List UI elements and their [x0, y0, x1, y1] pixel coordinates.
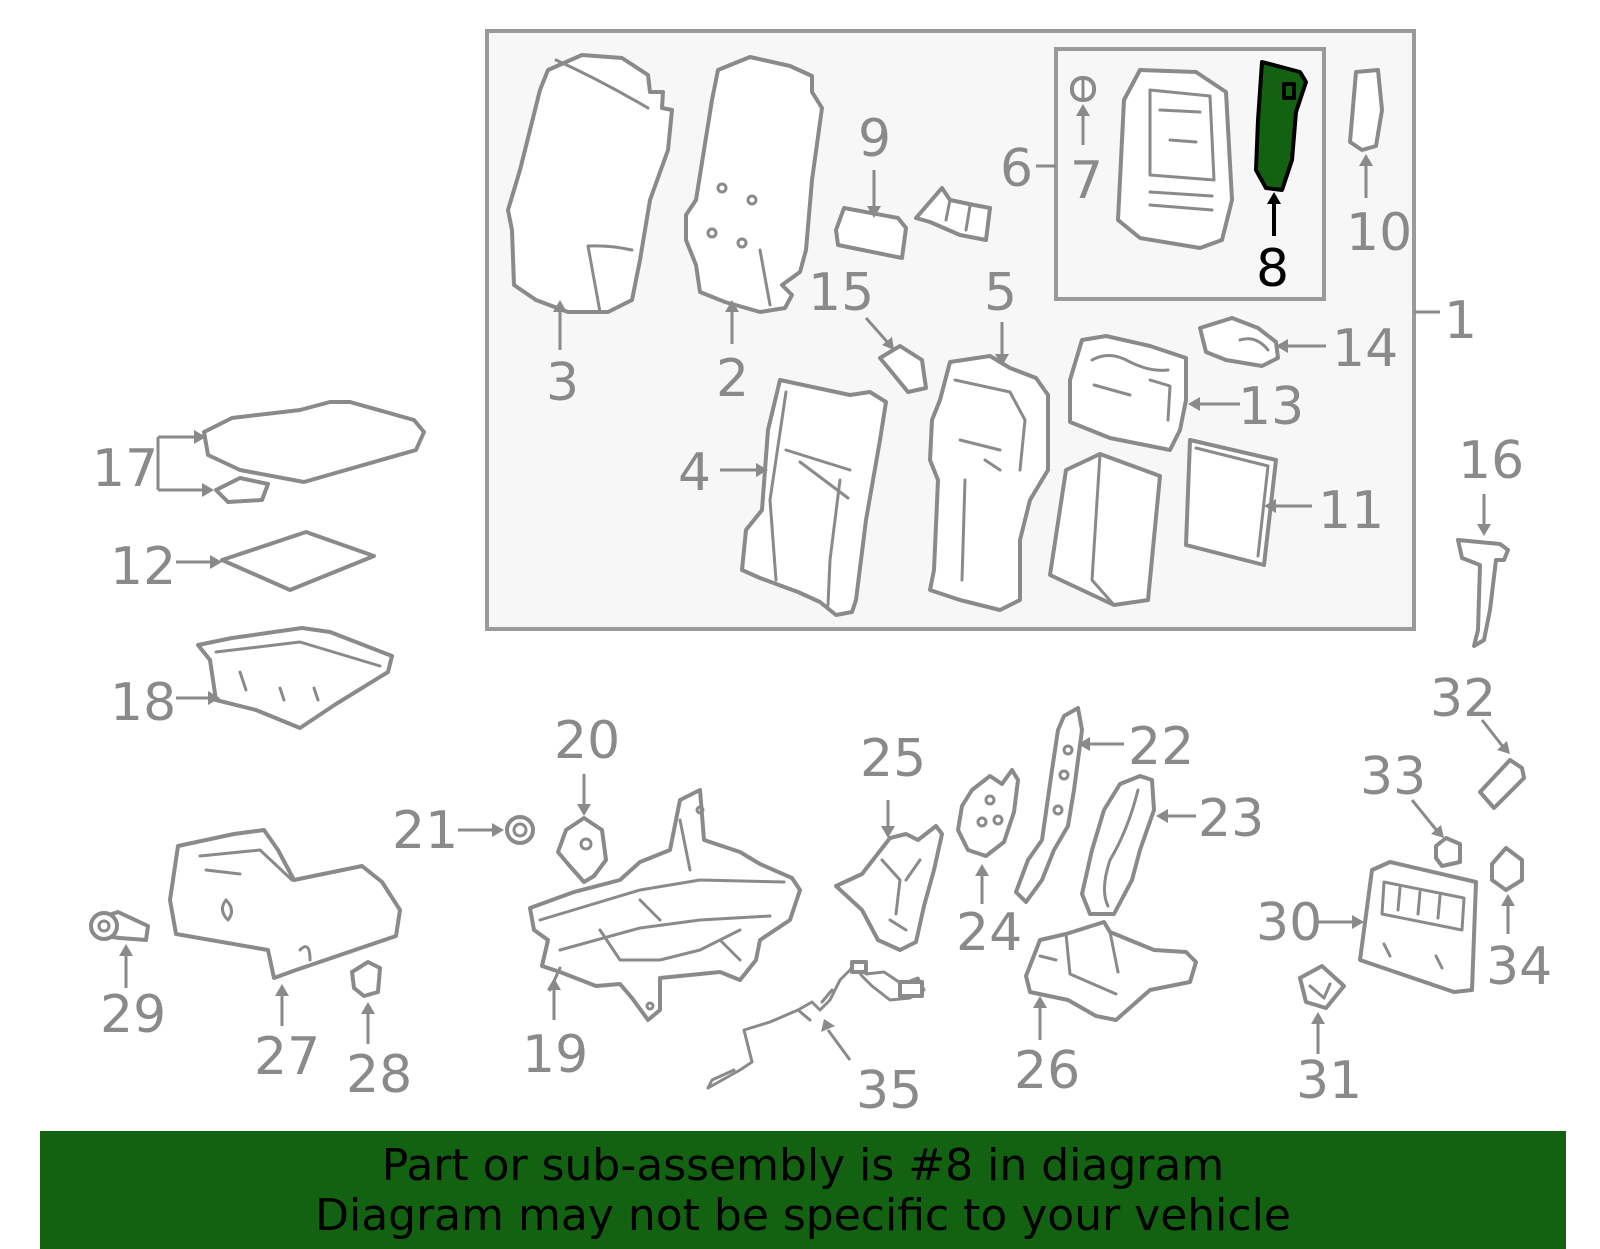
banner-line-1: Part or sub-assembly is #8 in diagram [381, 1140, 1225, 1191]
part-30-switch-panel[interactable] [1358, 860, 1478, 994]
part-28-knob[interactable] [350, 960, 382, 998]
callout-26: 26 [1014, 1041, 1080, 1101]
part-34-cap[interactable] [1490, 846, 1524, 892]
part-16-handle[interactable] [1456, 538, 1510, 648]
callout-4: 4 [678, 443, 711, 503]
callout-1: 1 [1444, 291, 1477, 351]
part-10-trim-strip[interactable] [1348, 68, 1384, 152]
callout-23: 23 [1198, 789, 1264, 849]
part-32-bolt[interactable] [1478, 758, 1526, 810]
part-8-highlighted-trim[interactable] [1254, 60, 1308, 192]
callout-18: 18 [110, 673, 176, 733]
callout-5: 5 [984, 263, 1017, 323]
callout-9: 9 [858, 109, 891, 169]
callout-35: 35 [856, 1061, 922, 1121]
callout-20: 20 [554, 711, 620, 771]
notice-banner: Part or sub-assembly is #8 in diagram Di… [40, 1131, 1566, 1249]
part-22-hinge[interactable] [1014, 706, 1084, 904]
part-storage-liner [1048, 452, 1162, 607]
callout-7: 7 [1070, 151, 1103, 211]
callout-11: 11 [1318, 481, 1384, 541]
callout-24: 24 [956, 903, 1022, 963]
callout-30: 30 [1256, 893, 1322, 953]
part-12-heater-pad[interactable] [220, 530, 376, 592]
part-23-side-cover[interactable] [1080, 774, 1156, 916]
callout-34: 34 [1486, 937, 1552, 997]
part-9-bracket[interactable] [834, 186, 992, 260]
part-11-pad[interactable] [1184, 438, 1278, 567]
callout-31: 31 [1296, 1051, 1362, 1111]
callout-32: 32 [1430, 669, 1496, 729]
callout-27: 27 [254, 1027, 320, 1087]
part-21-bushing[interactable] [505, 815, 535, 845]
callout-19: 19 [522, 1025, 588, 1085]
callout-21: 21 [392, 801, 458, 861]
part-14-cupholder-insert[interactable] [1198, 316, 1280, 368]
callout-10: 10 [1346, 203, 1412, 263]
callout-16: 16 [1458, 431, 1524, 491]
part-31-bezel[interactable] [1298, 964, 1346, 1010]
part-27-side-shield[interactable] [168, 828, 402, 980]
callout-14: 14 [1332, 319, 1398, 379]
part-25-shield[interactable] [834, 824, 944, 952]
callout-15: 15 [808, 263, 874, 323]
callout-22: 22 [1128, 717, 1194, 777]
callout-25: 25 [860, 729, 926, 789]
part-24-plate[interactable] [956, 768, 1020, 858]
callout-12: 12 [110, 537, 176, 597]
part-5-armrest-frame[interactable] [928, 354, 1050, 612]
callout-3: 3 [546, 353, 579, 413]
part-29-grommet[interactable] [89, 910, 150, 942]
part-17-cushion-cover[interactable] [202, 400, 426, 504]
part-2-seat-back-pad[interactable] [684, 55, 824, 314]
part-26-tray[interactable] [1024, 920, 1198, 1022]
callout-8-highlighted: 8 [1256, 239, 1289, 299]
part-3-seat-back-cover[interactable] [506, 53, 674, 314]
part-33-nut[interactable] [1434, 836, 1462, 868]
callout-2: 2 [716, 349, 749, 409]
part-19-seat-frame[interactable] [528, 788, 802, 1022]
callout-6: 6 [1000, 139, 1033, 199]
part-15-clip[interactable] [878, 344, 928, 394]
callout-29: 29 [100, 985, 166, 1045]
part-6-armrest-lid[interactable] [1116, 68, 1234, 250]
callout-13: 13 [1238, 377, 1304, 437]
part-20-motor[interactable] [556, 816, 608, 884]
part-35-wiring-harness[interactable] [706, 960, 926, 1090]
banner-line-2: Diagram may not be specific to your vehi… [315, 1190, 1291, 1241]
part-18-cushion-pad[interactable] [196, 626, 394, 730]
callout-33: 33 [1360, 747, 1426, 807]
part-13-cupholder-trim[interactable] [1068, 334, 1188, 452]
part-7-screw[interactable] [1070, 76, 1096, 102]
part-4-seat-back-frame[interactable] [740, 378, 888, 617]
callout-17: 17 [92, 439, 158, 499]
callout-28: 28 [346, 1045, 412, 1105]
